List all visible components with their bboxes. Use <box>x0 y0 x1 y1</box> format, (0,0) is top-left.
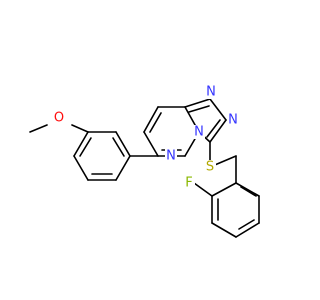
pyridazine-nitrogen-label: N <box>166 149 176 164</box>
molecule-structure: O N N N N S F <box>29 85 260 238</box>
bond-ar1-1-inner <box>79 137 92 157</box>
bridgehead-nitrogen-atom: N <box>193 125 205 140</box>
fluorine-atom: F <box>183 176 195 191</box>
bond-pz-2-inner <box>149 112 162 133</box>
bond-ar1-1 <box>73 131 89 157</box>
bonds <box>29 98 260 238</box>
oxygen-label: O <box>54 111 64 126</box>
triazole-nitrogen-label-2: N <box>228 113 238 128</box>
bond-tz-1 <box>184 98 211 108</box>
bond-ar1-4 <box>115 155 131 181</box>
atom-labels: O N N N N S F <box>53 85 239 191</box>
pyridazine-nitrogen-atom: N <box>165 149 177 164</box>
bond-ar2-1 <box>235 182 260 197</box>
bridgehead-nitrogen-label: N <box>194 125 204 140</box>
sulfur-atom: S <box>204 160 216 175</box>
oxygen-atom: O <box>53 111 65 126</box>
bond-tz-2 <box>209 98 227 121</box>
bond-ar1-5-inner <box>112 137 125 157</box>
triazole-nitrogen-atom-1: N <box>205 85 217 100</box>
bond-ar1-2 <box>73 155 89 181</box>
triazole-nitrogen-label-1: N <box>206 85 216 100</box>
bond-tz-1-inner <box>188 105 210 113</box>
bond-ar2-4 <box>211 222 237 238</box>
bond-ar2-3-inner <box>238 219 255 230</box>
bond-ar1-5 <box>115 131 131 157</box>
bond-pz-2 <box>143 106 159 133</box>
bond-pz-1 <box>143 131 159 157</box>
triazole-nitrogen-atom-2: N <box>227 113 239 128</box>
bond-ar2-1-inner <box>240 186 257 197</box>
bond-tz-3-inner <box>206 119 221 138</box>
bond-tz-3 <box>209 119 227 143</box>
bond-ar2-6 <box>211 182 237 197</box>
bond-methyl-o <box>29 124 48 133</box>
bond-c-f <box>193 182 213 197</box>
bond-o-aryl <box>71 124 89 133</box>
bond-ar2-3 <box>235 222 260 238</box>
fluorine-label: F <box>185 176 192 191</box>
sulfur-label: S <box>206 160 214 175</box>
